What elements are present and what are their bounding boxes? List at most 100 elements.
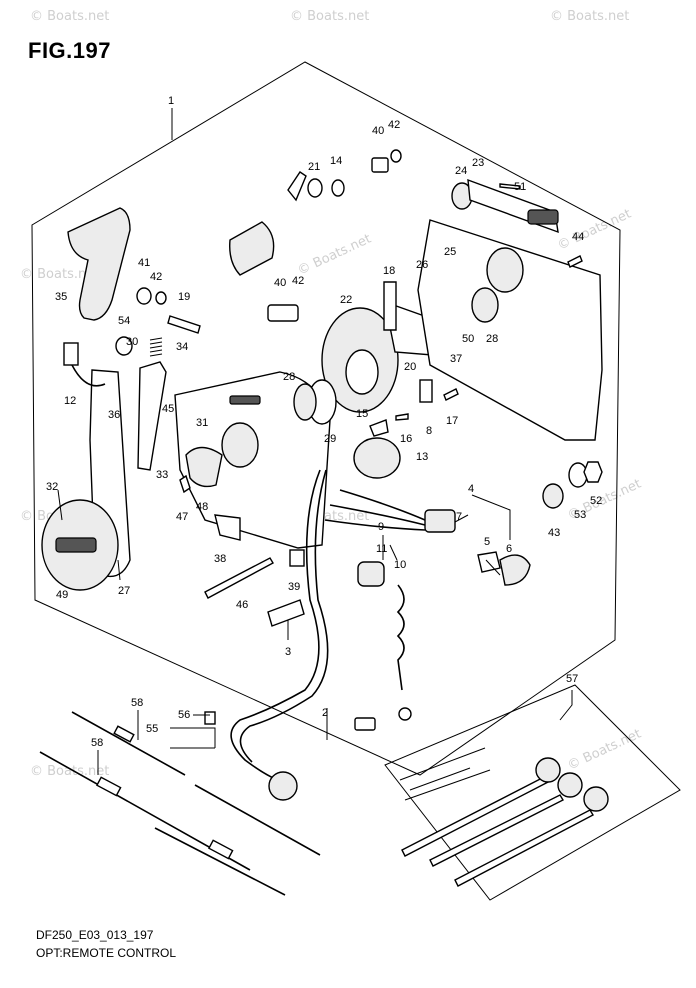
watermark: © Boats.net bbox=[30, 9, 109, 24]
callout-18: 18 bbox=[383, 265, 395, 277]
callout-1: 1 bbox=[168, 95, 174, 107]
cable-tie bbox=[399, 747, 491, 801]
housing-bore bbox=[221, 422, 259, 468]
callout-42a: 42 bbox=[388, 119, 400, 131]
callout-50: 50 bbox=[462, 333, 474, 345]
callout-51: 51 bbox=[514, 181, 526, 193]
callout-22: 22 bbox=[340, 294, 352, 306]
control-cable bbox=[194, 784, 321, 856]
callout-14: 14 bbox=[330, 155, 342, 167]
kit-bolt bbox=[429, 794, 564, 867]
wire-bracket bbox=[267, 599, 305, 627]
leader-lines bbox=[57, 108, 573, 775]
shaft bbox=[383, 281, 397, 331]
washer bbox=[307, 178, 323, 198]
nut bbox=[583, 461, 603, 483]
plug bbox=[354, 717, 376, 731]
callout-44: 44 bbox=[572, 231, 584, 243]
callout-2: 2 bbox=[322, 707, 328, 719]
kit-frame bbox=[384, 684, 681, 901]
neutral-switch bbox=[63, 342, 79, 366]
shift-pin bbox=[167, 315, 201, 334]
watermark: © Boats.net bbox=[30, 764, 109, 779]
switch-body bbox=[419, 379, 433, 403]
diagram-name: OPT:REMOTE CONTROL bbox=[36, 946, 177, 960]
washer bbox=[568, 462, 588, 488]
control-cable bbox=[154, 827, 286, 896]
diagram-code: DF250_E03_013_197 bbox=[36, 928, 154, 942]
clip bbox=[287, 171, 307, 202]
callout-10: 10 bbox=[394, 559, 406, 571]
callout-26: 26 bbox=[416, 259, 428, 271]
callout-15: 15 bbox=[356, 408, 368, 420]
long-bolt bbox=[204, 557, 274, 599]
housing-window bbox=[229, 395, 261, 405]
main-harness bbox=[239, 469, 329, 763]
callout-32: 32 bbox=[46, 481, 58, 493]
nut bbox=[390, 149, 402, 163]
callout-34: 34 bbox=[176, 341, 188, 353]
callout-27: 27 bbox=[118, 585, 130, 597]
brand-emblem bbox=[55, 537, 97, 553]
callout-30: 30 bbox=[126, 336, 138, 348]
cable-sleeve bbox=[95, 776, 122, 797]
mount-bracket bbox=[214, 514, 241, 541]
screw bbox=[395, 413, 409, 421]
callout-43: 43 bbox=[548, 527, 560, 539]
callout-48: 48 bbox=[196, 501, 208, 513]
washer bbox=[331, 179, 345, 197]
cable-sleeve bbox=[207, 839, 234, 860]
callout-38: 38 bbox=[214, 553, 226, 565]
callout-29: 29 bbox=[324, 433, 336, 445]
callout-54: 54 bbox=[118, 315, 130, 327]
screw bbox=[179, 474, 191, 494]
screw bbox=[567, 255, 583, 268]
callout-53: 53 bbox=[574, 509, 586, 521]
callout-58a: 58 bbox=[131, 697, 143, 709]
callout-5: 5 bbox=[484, 536, 490, 548]
callout-57: 57 bbox=[566, 673, 578, 685]
switch-lead bbox=[71, 364, 106, 387]
key-switch bbox=[424, 509, 456, 533]
kit-spacer bbox=[535, 757, 561, 783]
collar bbox=[293, 383, 317, 421]
callout-21: 21 bbox=[308, 161, 320, 173]
throttle-bracket bbox=[229, 221, 275, 276]
gear-segment bbox=[185, 446, 223, 488]
callout-4: 4 bbox=[468, 483, 474, 495]
watermark: © Boats.net bbox=[565, 727, 643, 774]
kit-spacer bbox=[583, 786, 609, 812]
callout-13: 13 bbox=[416, 451, 428, 463]
key-cap bbox=[499, 554, 531, 586]
watermark: © Boats.net bbox=[295, 232, 373, 279]
callout-3: 3 bbox=[285, 646, 291, 658]
harness-connector bbox=[268, 771, 298, 801]
screw bbox=[443, 388, 459, 401]
lock-plate bbox=[137, 361, 167, 471]
callout-11: 11 bbox=[376, 543, 387, 555]
callout-35: 35 bbox=[55, 291, 67, 303]
callout-9: 9 bbox=[378, 521, 384, 533]
callout-6: 6 bbox=[506, 543, 512, 555]
cover-bore bbox=[471, 287, 499, 323]
callout-55: 55 bbox=[146, 723, 158, 735]
key bbox=[477, 551, 501, 573]
spring bbox=[149, 337, 163, 357]
callout-39: 39 bbox=[288, 581, 300, 593]
kit-spacer bbox=[557, 772, 583, 798]
callout-16: 16 bbox=[400, 433, 412, 445]
watermark: © Boats.net bbox=[290, 9, 369, 24]
back-cover bbox=[417, 219, 603, 441]
lanyard-clip bbox=[398, 707, 412, 721]
figure-title: FIG.197 bbox=[28, 38, 111, 63]
callout-19: 19 bbox=[178, 291, 190, 303]
callout-58b: 58 bbox=[91, 737, 103, 749]
callout-33: 33 bbox=[156, 469, 168, 481]
lanyard-cord bbox=[396, 584, 405, 691]
callout-28b: 28 bbox=[486, 333, 498, 345]
kit-bolt bbox=[454, 809, 594, 887]
callout-56: 56 bbox=[178, 709, 190, 721]
callout-42c: 42 bbox=[292, 275, 304, 287]
link-plate bbox=[267, 304, 299, 322]
